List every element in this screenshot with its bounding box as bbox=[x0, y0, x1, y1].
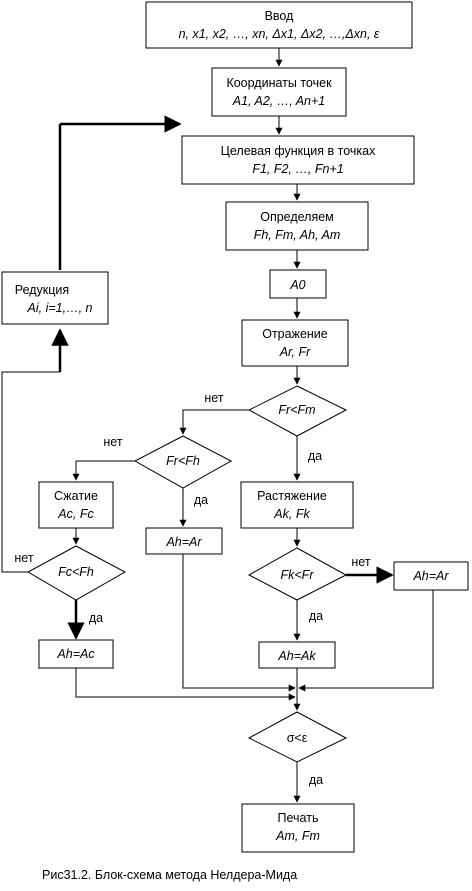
label-yes-fr-fm: да bbox=[308, 449, 322, 463]
coords-block: Координаты точек A1, A2, …, An+1 bbox=[211, 67, 347, 117]
stretch-block: Растяжение Ak, Fk bbox=[240, 481, 354, 529]
print-params: Am, Fm bbox=[275, 829, 320, 843]
label-yes-fr-fh: да bbox=[194, 493, 208, 507]
a0-block: A0 bbox=[269, 269, 327, 299]
determine-title: Определяем bbox=[260, 210, 334, 224]
compress-block: Сжатие Ac, Fc bbox=[38, 481, 114, 529]
input-title: Ввод bbox=[265, 9, 295, 23]
print-block: Печать Am, Fm bbox=[241, 803, 355, 853]
decision-fc-fh-label: Fc<Fh bbox=[58, 565, 94, 579]
assign-ah-ar-right-text: Ah=Ar bbox=[412, 569, 449, 583]
connectors bbox=[1, 48, 434, 803]
assign-ah-ak-text: Ah=Ak bbox=[277, 649, 316, 663]
reduction-title: Редукция bbox=[15, 283, 69, 297]
decision-fr-fh: Fr<Fh bbox=[133, 435, 233, 489]
determine-block: Определяем Fh, Fm, Ah, Am bbox=[225, 201, 369, 251]
decision-fr-fh-label: Fr<Fh bbox=[166, 454, 200, 468]
stretch-params: Ak, Fk bbox=[273, 507, 310, 521]
assign-ah-ac-text: Ah=Ac bbox=[56, 647, 95, 661]
decision-sigma-eps: σ<ε bbox=[247, 711, 348, 763]
input-block: Ввод n, x1, x2, …, xn, Δx1, Δx2, …,Δxn, … bbox=[145, 1, 413, 49]
figure-caption: Рис31.2. Блок-схема метода Нелдера-Мида bbox=[42, 868, 298, 882]
assign-ah-ac: Ah=Ac bbox=[38, 639, 114, 669]
compress-params: Ac, Fc bbox=[57, 507, 94, 521]
coords-params: A1, A2, …, An+1 bbox=[232, 94, 326, 108]
flowchart: Ввод n, x1, x2, …, xn, Δx1, Δx2, …,Δxn, … bbox=[1, 1, 469, 853]
reflection-title: Отражение bbox=[262, 327, 328, 341]
label-no-fc-fh: нет bbox=[14, 551, 33, 565]
decision-fk-fr: Fk<Fr bbox=[247, 547, 348, 601]
coords-title: Координаты точек bbox=[226, 76, 332, 90]
decision-fr-fm-label: Fr<Fm bbox=[278, 403, 315, 417]
decision-sigma-eps-label: σ<ε bbox=[287, 731, 308, 745]
determine-params: Fh, Fm, Ah, Am bbox=[254, 228, 341, 242]
reflection-params: Ar, Fr bbox=[279, 345, 311, 359]
assign-ah-ar-left: Ah=Ar bbox=[145, 527, 223, 555]
objective-block: Целевая функция в точках F1, F2, …, Fn+1 bbox=[181, 135, 415, 185]
objective-title: Целевая функция в точках bbox=[221, 144, 376, 158]
decision-fk-fr-label: Fk<Fr bbox=[281, 568, 315, 582]
decision-fr-fm: Fr<Fm bbox=[247, 385, 348, 437]
a0-params: A0 bbox=[289, 278, 305, 292]
assign-ah-ar-left-text: Ah=Ar bbox=[165, 535, 202, 549]
label-yes-sigma-eps: да bbox=[309, 773, 323, 787]
label-no-fk-fr: нет bbox=[351, 555, 370, 569]
reduction-params: Ai, i=1,…, n bbox=[27, 301, 93, 315]
input-params: n, x1, x2, …, xn, Δx1, Δx2, …,Δxn, ε bbox=[179, 27, 380, 41]
print-title: Печать bbox=[278, 811, 319, 825]
compress-title: Сжатие bbox=[54, 489, 98, 503]
label-yes-fc-fh: да bbox=[89, 611, 103, 625]
stretch-title: Растяжение bbox=[257, 489, 327, 503]
label-no-fr-fh: нет bbox=[103, 435, 122, 449]
assign-ah-ar-right: Ah=Ar bbox=[393, 561, 469, 591]
reflection-block: Отражение Ar, Fr bbox=[241, 319, 349, 367]
reduction-block: Редукция Ai, i=1,…, n bbox=[1, 271, 109, 325]
label-yes-fk-fr: да bbox=[309, 609, 323, 623]
assign-ah-ak: Ah=Ak bbox=[258, 641, 336, 669]
objective-params: F1, F2, …, Fn+1 bbox=[252, 162, 343, 176]
label-no-fr-fm: нет bbox=[204, 391, 223, 405]
decision-fc-fh: Fc<Fh bbox=[26, 545, 127, 601]
